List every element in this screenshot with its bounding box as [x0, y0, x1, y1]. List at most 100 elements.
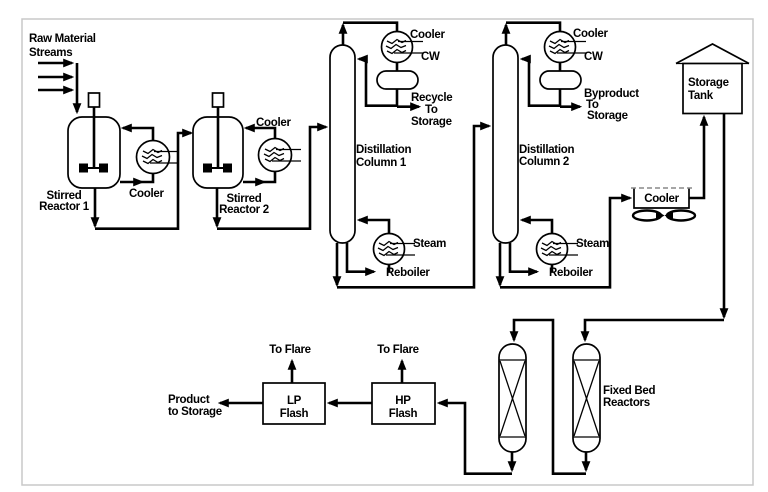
storage-tank-label-line2: Tank	[688, 90, 714, 102]
tank-roof	[675, 43, 750, 65]
storage-tank	[675, 43, 750, 115]
column2-reboiler	[535, 232, 579, 266]
hp-flash-box	[371, 382, 436, 425]
column2-reflux-line	[519, 54, 560, 107]
reactor1-cooler-label: Cooler	[129, 188, 164, 200]
reactor1-impeller-left	[79, 163, 88, 173]
reactor1-cooler-feed-line	[142, 174, 155, 184]
reactor2-cooler-feed-line	[264, 172, 277, 184]
column1-condenser-label: Cooler	[410, 29, 445, 41]
column2-steam-label: Steam	[576, 238, 609, 250]
reactor2-cooler-label: Cooler	[256, 117, 291, 129]
column1-reboiler-label: Reboiler	[386, 267, 430, 279]
fixed-bed-reactor-left	[498, 343, 527, 453]
column2-condenser-label: Cooler	[573, 28, 608, 40]
stirred-reactor-1-label-line2: Reactor 1	[39, 201, 90, 213]
stirred-reactor-2	[192, 92, 244, 189]
distillation-column-1-label-line1: Distillation	[356, 144, 411, 156]
hp-to-flare-label: To Flare	[377, 344, 418, 356]
hp-flash-label-line2: Flash	[389, 408, 418, 420]
product-to-storage-label-line2: to Storage	[168, 406, 222, 418]
reactor2-impeller-right	[223, 163, 232, 173]
aircooler-to-tank-line	[689, 114, 709, 200]
aircooler-box	[633, 188, 690, 209]
column1-overhead-to-condenser	[343, 21, 399, 32]
reactor2-cooler-shell	[257, 137, 293, 173]
distillation-column-1-vessel	[329, 44, 356, 244]
column1-steam-label: Steam	[413, 238, 446, 250]
reactor2-cooler	[257, 137, 302, 173]
reactor1-motor	[87, 92, 101, 108]
fixed-bed-reactors-label-line2: Reactors	[603, 397, 650, 409]
lp-flash-label-line2: Flash	[280, 408, 309, 420]
reactor2-motor	[211, 92, 225, 108]
lp-flash-box	[262, 382, 326, 425]
column1-to-column2-line	[337, 121, 492, 289]
byproduct-label-line3: Storage	[587, 110, 628, 122]
hp-flash-label-line1: HP	[395, 395, 411, 407]
air-cooler	[631, 187, 697, 222]
column2-to-aircooler-line	[500, 193, 633, 289]
image-border	[21, 18, 754, 486]
product-to-storage-label-line1: Product	[168, 394, 210, 406]
column1-reboiler-shell	[372, 232, 406, 266]
process-stream-lines	[38, 21, 729, 476]
column1-cw-label: CW	[421, 51, 440, 63]
storage-tank-label-line1: Storage	[688, 77, 729, 89]
column2-overhead-to-condenser	[506, 21, 562, 32]
column1-condenser-shell	[380, 30, 414, 64]
column1-reboiler-return-line	[356, 215, 391, 234]
byproduct-label-line1: Byproduct	[584, 88, 639, 100]
reactor1-to-reactor2-line	[95, 128, 194, 230]
column1-reflux-line	[356, 54, 397, 107]
equipment	[67, 30, 750, 453]
reactor2-impeller-left	[203, 163, 212, 173]
fbr-left-cross-2	[499, 360, 526, 437]
stirred-reactor-2-label-line2: Reactor 2	[219, 204, 269, 216]
aircooler-drive-right-icon	[664, 210, 673, 221]
tank-body	[682, 62, 743, 115]
fixed-bed-reactor-right	[572, 343, 601, 453]
fbr-right-to-fbr-left-line	[509, 318, 586, 476]
lp-to-flare-label: To Flare	[269, 344, 310, 356]
lp-flash-label-line1: LP	[287, 395, 302, 407]
distillation-column-2-label-line1: Distillation	[519, 144, 574, 156]
tank-to-fbr-right-line	[580, 318, 724, 343]
byproduct-label-line2: To	[586, 99, 599, 111]
aircooler-drive-left-icon	[656, 210, 665, 221]
stirred-reactor-2-label-line1: Stirred	[227, 193, 262, 205]
column2-reboiler-shell	[535, 232, 569, 266]
raw-material-label-line1: Raw Material	[29, 33, 96, 45]
column2-cw-label: CW	[584, 51, 603, 63]
recycle-label-line3: Storage	[411, 116, 452, 128]
air-cooler-label: Cooler	[644, 193, 679, 205]
fbr-to-hpflash-line	[436, 398, 512, 476]
stirred-reactor-1	[67, 92, 121, 189]
column1-reboiler-feed-line	[345, 243, 377, 277]
column2-reboiler-label: Reboiler	[549, 267, 593, 279]
column1-reboiler	[372, 232, 416, 266]
column2-reboiler-return-line	[519, 215, 554, 234]
reactor1-cooler	[135, 139, 180, 175]
column2-reflux-drum	[539, 70, 582, 90]
fbr-right-cross-2	[573, 360, 600, 437]
distillation-column-2-label-line2: Column 2	[519, 156, 569, 168]
reactor1-cooler-return-line	[120, 123, 155, 140]
column1-condenser	[380, 30, 424, 64]
fixed-bed-reactors-label-line1: Fixed Bed	[603, 385, 656, 397]
raw-material-label-line2: Streams	[29, 47, 72, 59]
distillation-column-1-label-line2: Column 1	[356, 157, 407, 169]
column2-condenser-shell	[543, 30, 577, 64]
reactor1-cooler-shell	[135, 139, 171, 175]
reactor1-impeller-right	[99, 163, 108, 173]
stirred-reactor-1-label-line1: Stirred	[47, 190, 82, 202]
column2-condenser	[543, 30, 587, 64]
column1-reflux-drum	[376, 70, 419, 90]
recycle-label-line2: To	[425, 104, 438, 116]
diagram-labels: Raw Material Streams Stirred Reactor 1 C…	[29, 28, 729, 420]
distillation-column-2-vessel	[492, 44, 519, 244]
reactor2-cooler-return-line	[243, 123, 277, 138]
column2-reboiler-feed-line	[508, 243, 540, 277]
